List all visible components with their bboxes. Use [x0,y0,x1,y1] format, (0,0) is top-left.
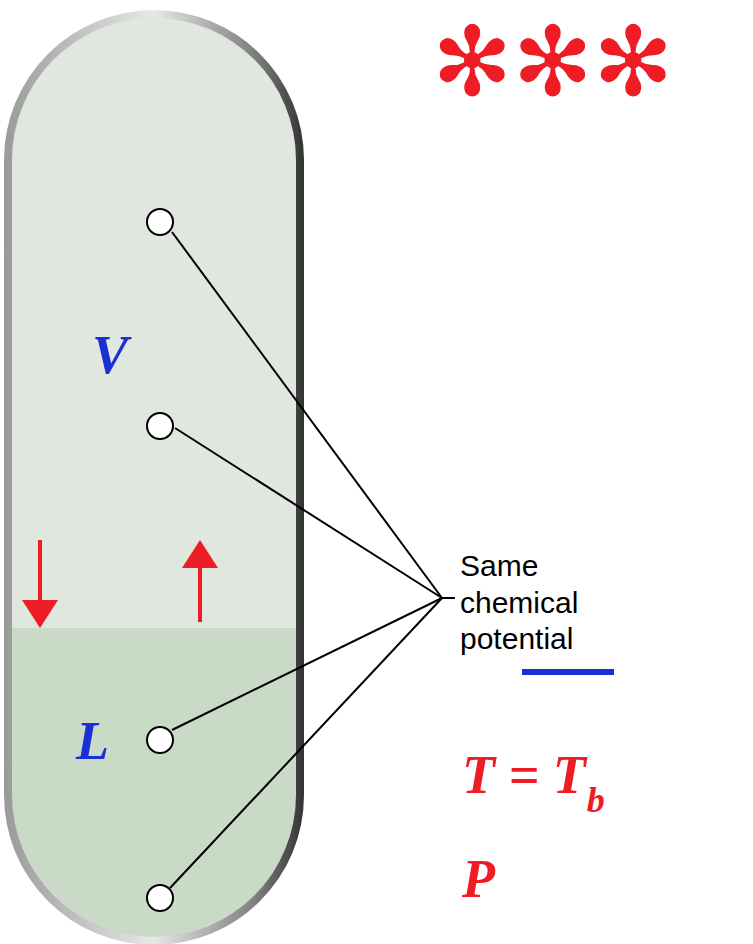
subscript: b [587,782,605,818]
callout-text: Same chemical potential [460,548,620,658]
condition-label: T = T [462,748,586,802]
condition-label: P [462,852,495,906]
exchange-arrows [22,540,218,628]
underline [522,669,614,675]
sample-points [147,209,173,911]
phase-label: L [76,714,109,768]
leader-lines [170,232,455,888]
liquid-phase [0,628,320,944]
asterisks: ✻✻✻ [432,14,673,110]
phase-label: V [92,328,128,382]
vapor-phase [0,0,320,628]
